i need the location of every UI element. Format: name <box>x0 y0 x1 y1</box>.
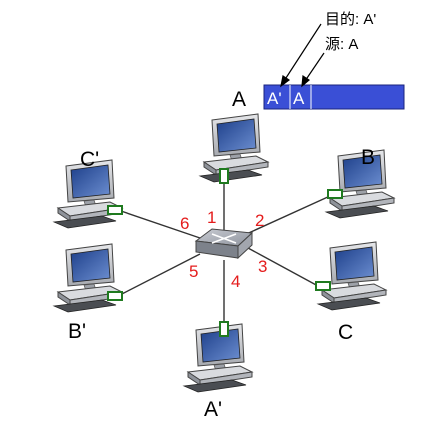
host-a-prime <box>183 321 253 393</box>
port-label-6: 6 <box>180 214 189 233</box>
cable-connector-icon <box>327 189 343 199</box>
cable-port-5 <box>117 253 201 297</box>
port-label-1: 1 <box>207 208 216 227</box>
ethernet-frame: A' A <box>263 84 405 110</box>
frame-dest-field: A' <box>267 89 282 108</box>
cable-connector-icon <box>107 291 123 301</box>
desktop-computer-icon <box>53 243 123 313</box>
port-label-2: 2 <box>255 211 264 230</box>
desktop-computer-icon <box>325 149 395 219</box>
desktop-computer-icon <box>183 323 253 393</box>
host-b-prime <box>53 243 123 313</box>
desktop-computer-icon <box>317 241 387 311</box>
network-switch-icon <box>194 228 254 260</box>
host-c <box>315 241 387 311</box>
frame-box <box>263 84 405 110</box>
host-label-b: B <box>361 146 375 169</box>
cable-port-2 <box>241 195 331 237</box>
frame-src-field: A <box>293 89 305 108</box>
annotation-arrows <box>280 23 325 88</box>
host-a <box>199 113 269 184</box>
host-label-c-prime: C' <box>80 148 99 171</box>
port-label-3: 3 <box>258 257 267 276</box>
port-label-4: 4 <box>231 272 240 291</box>
cable-connector-icon <box>107 205 123 215</box>
dest-annotation: 目的: A' <box>325 11 376 28</box>
cable-port-3 <box>247 247 319 287</box>
port-label-5: 5 <box>189 262 198 281</box>
cable-connector-icon <box>219 168 229 184</box>
cable-connector-icon <box>315 281 331 291</box>
host-label-b-prime: B' <box>68 320 86 343</box>
desktop-computer-icon <box>199 113 269 183</box>
cables <box>117 180 331 322</box>
host-b <box>325 149 395 219</box>
cable-connector-icon <box>219 321 229 337</box>
host-label-a-prime: A' <box>204 398 222 421</box>
src-annotation: 源: A <box>325 36 358 53</box>
cable-port-6 <box>117 209 201 239</box>
host-label-c: C <box>338 321 353 344</box>
host-label-a: A <box>232 88 246 111</box>
